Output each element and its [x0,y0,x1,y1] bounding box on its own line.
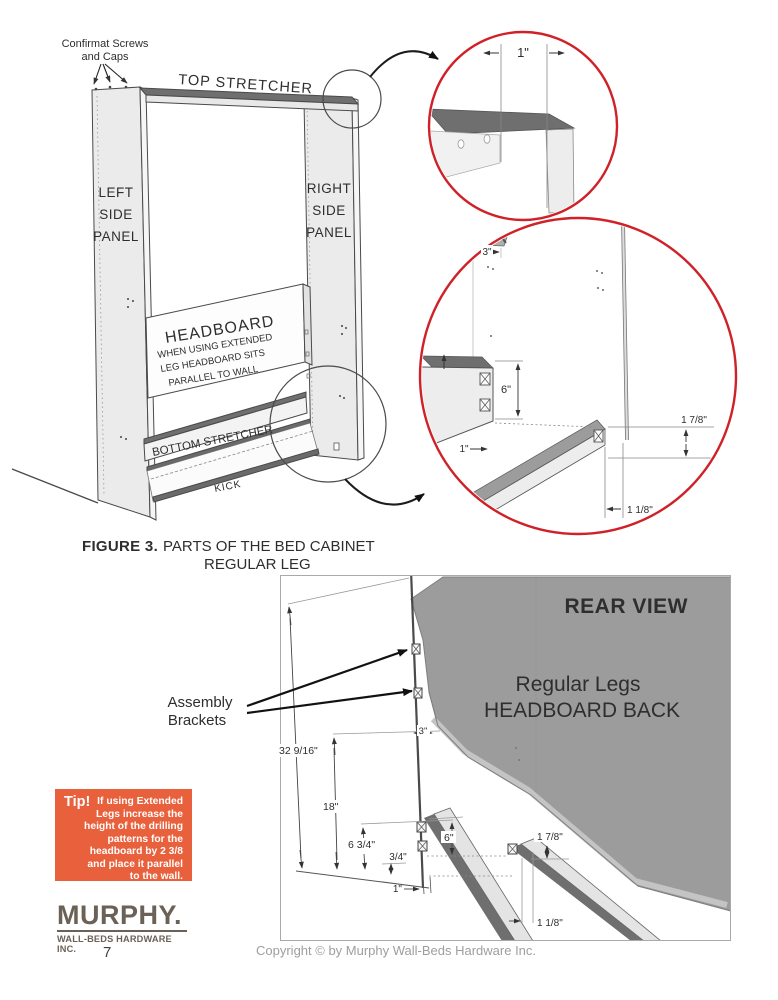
dim-6-3-4: 6 3/4" [348,839,375,851]
bottom-stretcher-face [143,396,308,462]
figure-caption-label: FIGURE 3. [82,538,158,555]
cam-lock [333,442,340,451]
kick-label: KICK [213,479,242,495]
dim-bot-3in: 3" [482,247,492,258]
dim-32-9-16: 32 9/16" [279,745,318,757]
callout-connectors [269,50,439,506]
dim-6: 6" [444,832,454,844]
left-panel-label-1: LEFT [98,185,133,200]
rail1-top-edge [424,814,515,940]
left-panel-label: LEFT SIDE PANEL [93,185,139,244]
figure-caption-line1: PARTS OF THE BED CABINET [163,538,375,555]
rear-floor-line [295,870,430,889]
dim-top-1in: 1" [517,45,529,60]
dim-bot-6in: 6" [501,384,511,396]
figure-caption-line2: REGULAR LEG [204,556,311,573]
rear-view-subtitle-1: Regular Legs [516,673,641,696]
right-panel-edge [351,97,365,461]
side-panel-edge-line [621,220,629,441]
detail-stretcher-top [431,108,576,135]
dim-18: 18" [323,801,339,813]
top-stretcher-face [145,94,359,112]
kick-bottom-edge [152,448,320,503]
dim-1-1-8: 1 1/8" [537,918,563,929]
rail2-top-edge [511,844,643,940]
right-panel-label-2: SIDE [312,203,346,218]
dim-3: 3" [419,726,428,737]
assembly-bracket [479,372,491,412]
rear-view-subtitle-2: HEADBOARD BACK [484,699,680,722]
copyright-line: Copyright © by Murphy Wall-Beds Hardware… [256,943,537,958]
dim-bot-1-1-8: 1 1/8" [627,505,653,516]
headboard-edge [302,283,313,366]
stretcher-front-face [422,366,494,450]
tip-label: Tip! [64,794,91,810]
drill-dots-left [94,85,134,440]
right-panel-label-3: PANEL [306,225,352,240]
detail-stretcher-front [431,130,501,182]
dim-1: 1" [393,884,403,895]
callout-circle-bottom [269,365,387,483]
rail1-face [433,807,533,940]
detail-side-panel [545,128,575,214]
rail2-face [520,837,661,940]
right-panel-label: RIGHT SIDE PANEL [306,181,352,240]
logo-brand: MURPHY. [57,900,183,930]
rear-brackets [411,643,518,855]
drill-dots-right [339,325,347,399]
dim-bot-1-7-8: 1 7/8" [681,415,707,426]
detail-circle-bottom: 3" 6" 1" 1 7/8" 1 1/8" [418,216,738,536]
rear-view-title: REAR VIEW [564,595,688,618]
assembly-label-2: Brackets [168,712,226,729]
assembly-arrow-2 [246,688,413,715]
left-panel-label-2: SIDE [99,207,133,222]
headboard-corner-wedge [458,221,508,247]
page-number: 7 [103,944,112,961]
dim-3-4: 3/4" [389,852,407,863]
logo-rule [57,930,187,933]
detail-circle-top: 1" [427,30,619,222]
rear-view-diagram: REAR VIEW Regular Legs HEADBOARD BACK As… [167,575,731,941]
dim-1-7-8: 1 7/8" [537,832,563,843]
murphy-logo: MURPHY. WALL-BEDS HARDWARE INC. [57,901,187,954]
confirmat-arrows [93,63,128,85]
callout-arrow-top [369,50,439,78]
callout-circle-top [322,69,382,129]
bed-cabinet-drawing [11,63,365,521]
confirmat-label-line1: Confirmat Screws [62,38,149,50]
tip-text: If using Extended Legs increase the heig… [84,796,183,883]
assembly-label-1: Assembly [167,694,233,711]
confirmat-label-line2: and Caps [81,51,129,63]
dim-bot-1in: 1" [459,444,469,455]
right-side-panel [303,97,359,461]
logo-tagline: WALL-BEDS HARDWARE INC. [57,934,172,955]
stretcher-top-face [422,355,494,369]
assembly-arrow-1 [246,648,408,708]
figure-caption: FIGURE 3. PARTS OF THE BED CABINET REGUL… [82,538,375,573]
callout-arrow-bottom [344,478,425,506]
tip-box: Tip! If using Extended Legs increase the… [55,789,192,883]
floor-line [11,468,99,504]
left-panel-label-3: PANEL [93,229,139,244]
cam-marks [304,329,311,379]
right-panel-label-1: RIGHT [307,181,352,196]
